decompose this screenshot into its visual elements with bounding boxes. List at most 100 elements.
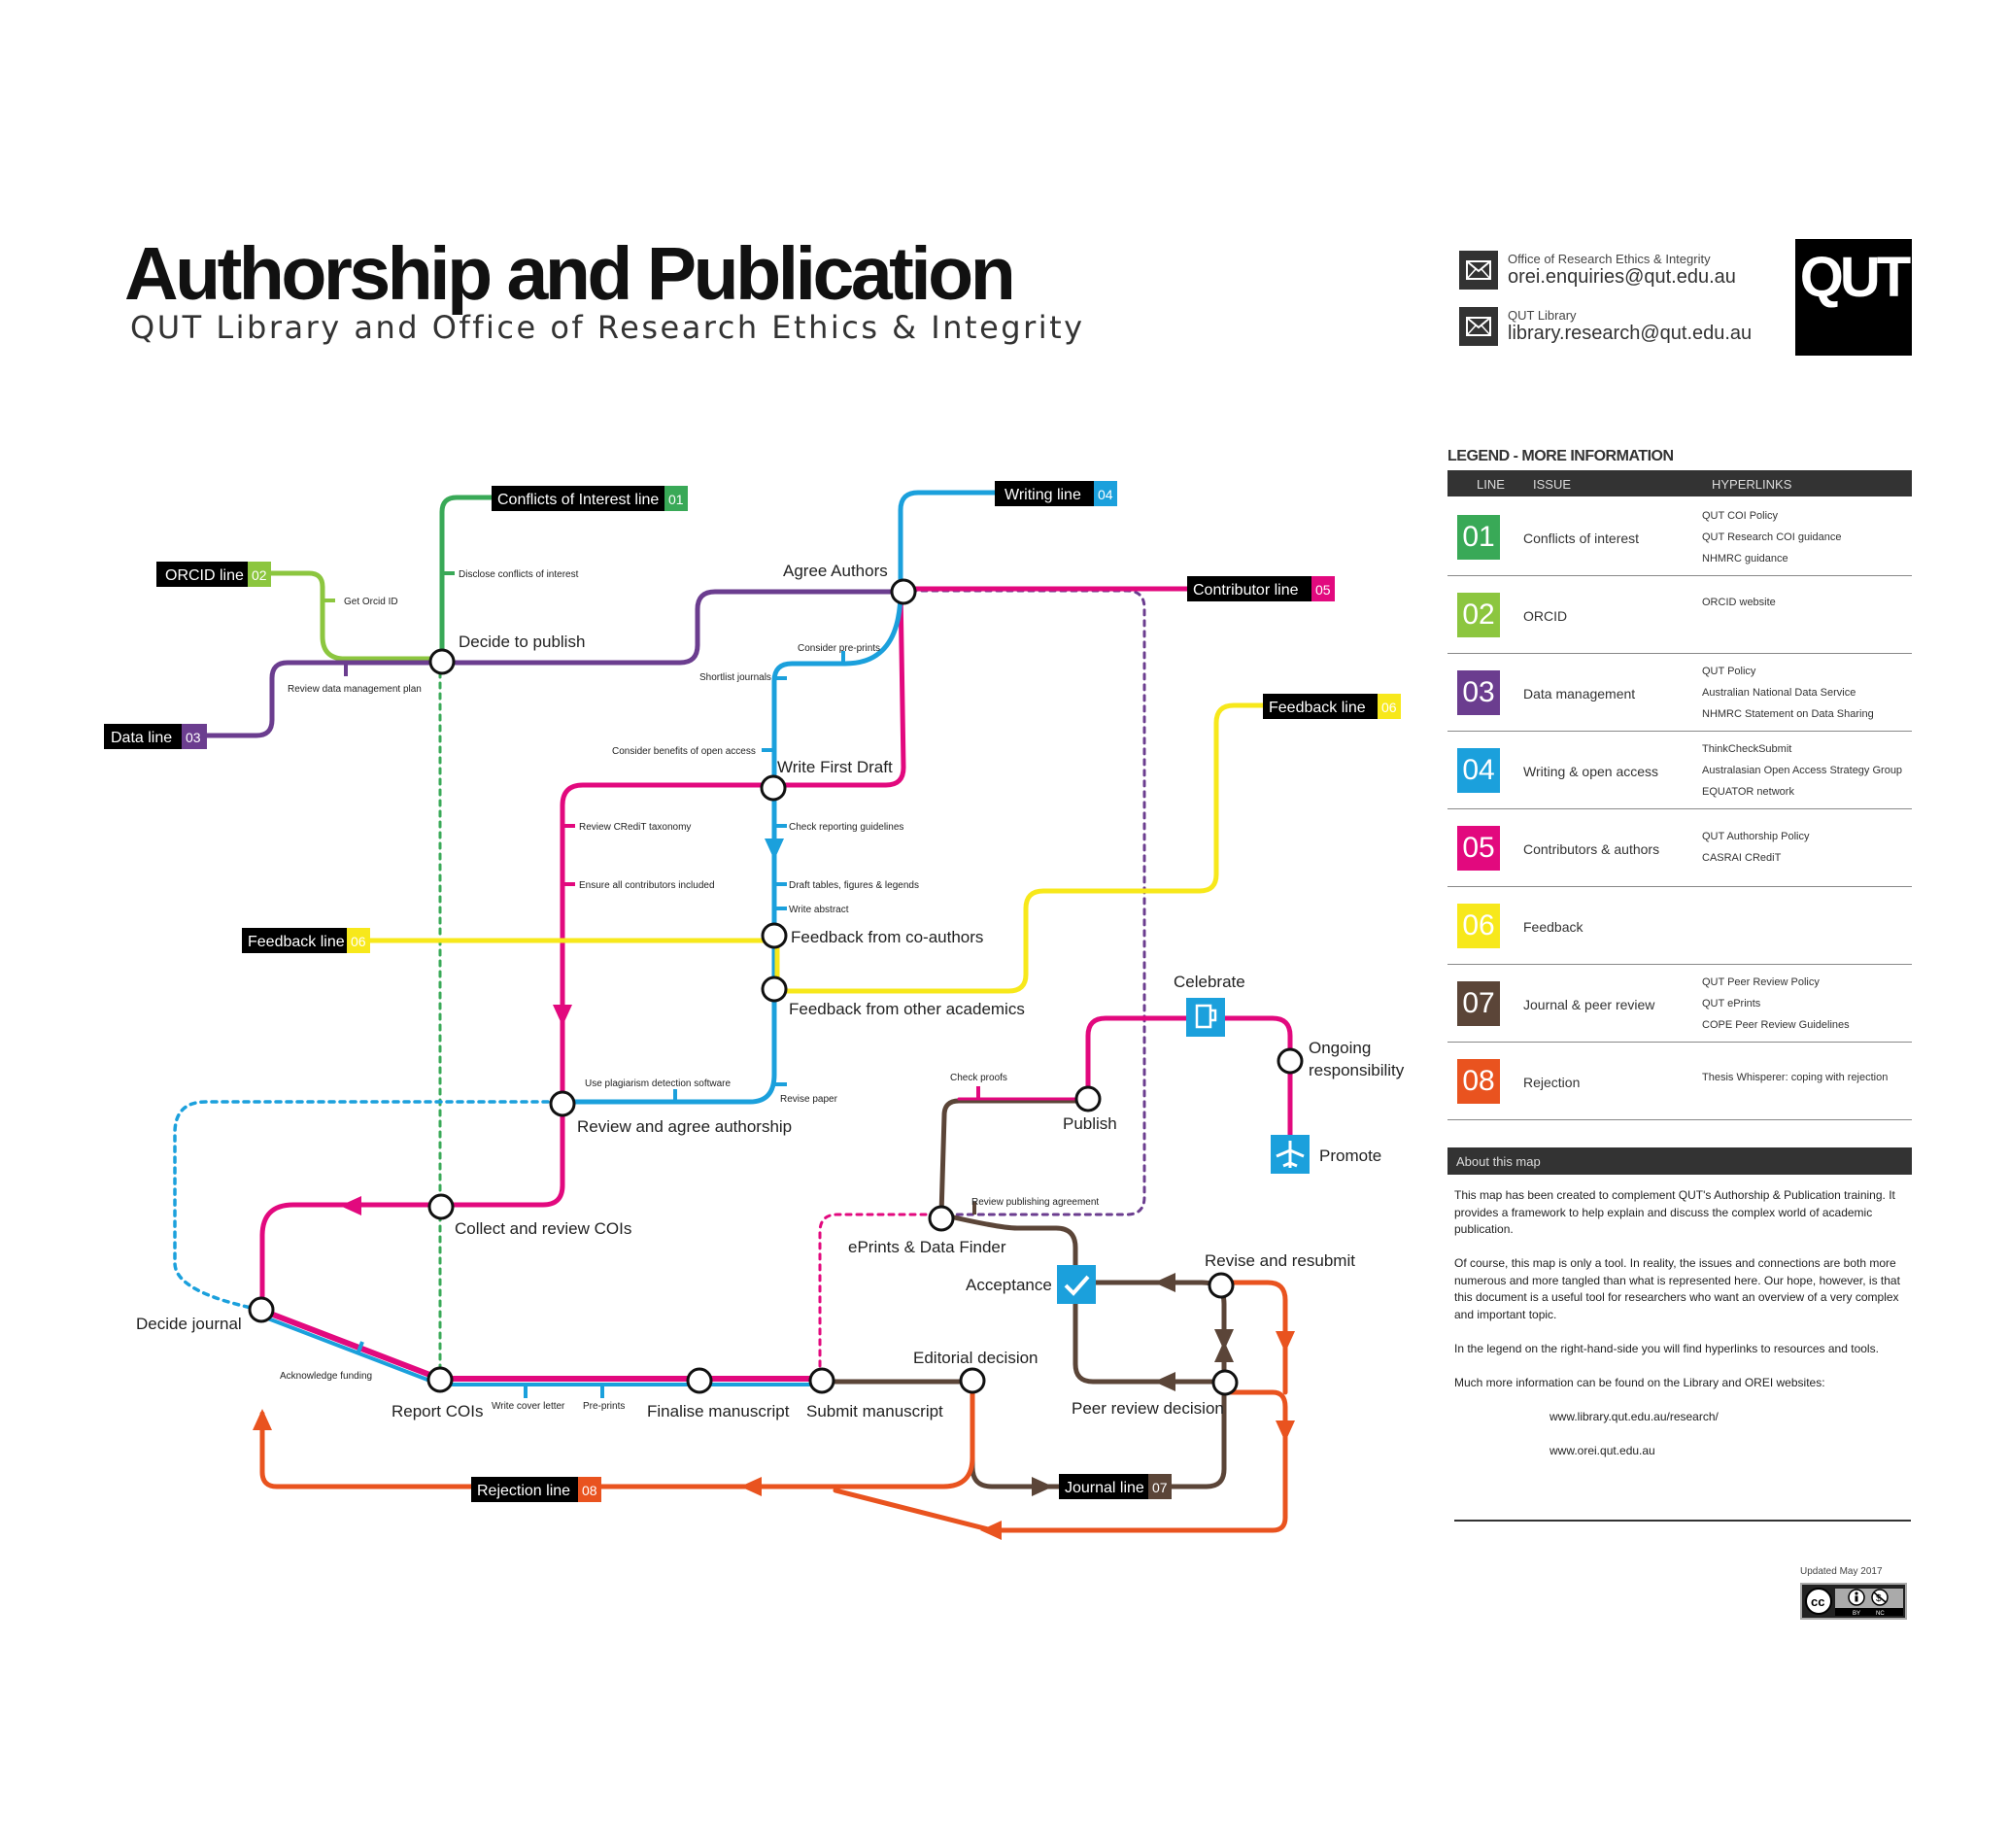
station-fb-academics — [761, 975, 788, 1003]
legend-num: 05 — [1457, 826, 1500, 871]
station-submit — [808, 1367, 835, 1394]
station-collect-cois — [427, 1193, 455, 1220]
legend-issue: Contributors & authors — [1523, 841, 1660, 857]
step-abstract: Write abstract — [789, 905, 849, 915]
step-pre-prints-2: Pre-prints — [583, 1401, 625, 1412]
cc-license-badge[interactable]: cc $ BY NC — [1800, 1583, 1907, 1620]
about-divider — [1454, 1520, 1911, 1522]
station-report-cois — [426, 1366, 454, 1393]
line-05-path — [440, 586, 1190, 1208]
legend-link[interactable]: QUT Authorship Policy — [1702, 831, 1810, 842]
legend-issue: ORCID — [1523, 608, 1568, 624]
svg-text:03: 03 — [186, 730, 201, 745]
line-01-path — [439, 495, 494, 665]
legend-row-06: 06 Feedback — [1447, 886, 1912, 965]
legend-header: LINE ISSUE HYPERLINKS — [1447, 470, 1912, 496]
line-label-08[interactable]: Rejection line 08 — [471, 1477, 601, 1502]
svg-text:$: $ — [1876, 1593, 1882, 1604]
contact-orei[interactable]: Office of Research Ethics & Integrity or… — [1459, 243, 1736, 297]
transit-map: Conflicts of Interest line 01 ORCID line… — [104, 481, 1405, 1540]
legend-link[interactable]: CASRAI CRediT — [1702, 852, 1782, 864]
step-pre-prints: Consider pre-prints — [798, 643, 880, 654]
arrows — [253, 838, 1295, 1540]
promote-icon — [1271, 1135, 1310, 1174]
legend-link[interactable]: Australasian Open Access Strategy Group — [1702, 765, 1903, 776]
line-label-04[interactable]: Writing line 04 — [995, 481, 1117, 506]
legend-link[interactable]: EQUATOR network — [1702, 786, 1794, 798]
line-label-03[interactable]: Data line 03 — [104, 724, 207, 749]
station-peer-review — [1211, 1369, 1239, 1396]
line-05-dotted — [818, 1213, 938, 1377]
line-08-return — [833, 1389, 1288, 1533]
svg-text:Feedback line: Feedback line — [248, 934, 345, 950]
label-responsibility: responsibility — [1309, 1061, 1405, 1079]
step-check-proofs: Check proofs — [950, 1073, 1007, 1083]
step-get-orcid: Get Orcid ID — [344, 597, 398, 607]
svg-text:02: 02 — [252, 567, 267, 583]
about-text: This map has been created to complement … — [1454, 1187, 1909, 1477]
svg-text:07: 07 — [1152, 1480, 1168, 1495]
legend-issue: Data management — [1523, 686, 1636, 702]
about-link-library[interactable]: www.library.qut.edu.au/research/ — [1549, 1409, 1719, 1423]
station-write-draft — [760, 774, 787, 802]
legend-link[interactable]: QUT ePrints — [1702, 998, 1761, 1010]
legend-row-03: 03 Data management QUT Policy Australian… — [1447, 653, 1912, 732]
step-pub-agreement: Review publishing agreement — [971, 1197, 1099, 1208]
label-acceptance: Acceptance — [966, 1276, 1052, 1294]
label-submit: Submit manuscript — [806, 1402, 943, 1420]
label-review-authorship: Review and agree authorship — [577, 1117, 792, 1136]
label-collect-cois: Collect and review COIs — [455, 1219, 631, 1238]
step-ack-funding: Acknowledge funding — [280, 1371, 372, 1382]
by-icon: BY — [1853, 1611, 1860, 1617]
line-label-06-left[interactable]: Feedback line 06 — [242, 928, 370, 953]
line-04-dotted — [173, 1100, 561, 1312]
step-revise-paper: Revise paper — [780, 1094, 838, 1105]
line-label-07[interactable]: Journal line 07 — [1059, 1474, 1172, 1499]
legend-num: 07 — [1457, 981, 1500, 1026]
legend-link[interactable]: Australian National Data Service — [1702, 687, 1856, 699]
about-header: About this map — [1447, 1147, 1912, 1175]
legend-link[interactable]: NHMRC Statement on Data Sharing — [1702, 708, 1874, 720]
acceptance-icon — [1057, 1265, 1096, 1304]
line-label-06-right[interactable]: Feedback line 06 — [1263, 694, 1401, 719]
legend-link[interactable]: ThinkCheckSubmit — [1702, 743, 1792, 755]
contact-org: Office of Research Ethics & Integrity — [1508, 251, 1711, 266]
station-editorial — [959, 1367, 986, 1394]
label-fb-academics: Feedback from other academics — [789, 1000, 1025, 1018]
updated-date: Updated May 2017 — [1800, 1566, 1883, 1577]
line-label-02[interactable]: ORCID line 02 — [156, 562, 271, 587]
station-publish — [1074, 1085, 1102, 1112]
legend-col-links: HYPERLINKS — [1712, 477, 1792, 492]
svg-text:Journal line: Journal line — [1065, 1480, 1144, 1496]
legend-issue: Feedback — [1523, 919, 1583, 935]
label-editorial: Editorial decision — [913, 1349, 1039, 1367]
legend-link[interactable]: QUT Research COI guidance — [1702, 531, 1842, 543]
label-peer-review: Peer review decision — [1072, 1399, 1224, 1418]
legend-num: 01 — [1457, 515, 1500, 560]
label-write-draft: Write First Draft — [777, 758, 893, 776]
station-decide-publish — [428, 648, 456, 675]
legend-link[interactable]: ORCID website — [1702, 597, 1776, 608]
contact-library[interactable]: QUT Library library.research@qut.edu.au — [1459, 299, 1752, 354]
contact-email[interactable]: orei.enquiries@qut.edu.au — [1508, 266, 1736, 289]
legend-link[interactable]: QUT Peer Review Policy — [1702, 976, 1820, 988]
legend-num: 03 — [1457, 670, 1500, 715]
svg-text:06: 06 — [1381, 700, 1397, 715]
nc-icon: NC — [1876, 1611, 1885, 1617]
about-link-orei[interactable]: www.orei.qut.edu.au — [1549, 1443, 1655, 1457]
legend-row-02: 02 ORCID ORCID website — [1447, 575, 1912, 654]
legend-link[interactable]: Thesis Whisperer: coping with rejection — [1702, 1072, 1889, 1083]
step-cover-letter: Write cover letter — [492, 1401, 565, 1412]
legend-link[interactable]: COPE Peer Review Guidelines — [1702, 1019, 1850, 1031]
line-label-05[interactable]: Contributor line 05 — [1187, 576, 1335, 601]
label-celebrate: Celebrate — [1174, 973, 1245, 991]
station-review-authorship — [549, 1090, 576, 1117]
legend-link[interactable]: NHMRC guidance — [1702, 553, 1788, 565]
legend-link[interactable]: QUT Policy — [1702, 666, 1756, 677]
contact-email[interactable]: library.research@qut.edu.au — [1508, 323, 1753, 345]
line-label-01[interactable]: Conflicts of Interest line 01 — [492, 486, 688, 511]
label-revise: Revise and resubmit — [1205, 1251, 1355, 1270]
step-ticks — [323, 571, 980, 1398]
legend-link[interactable]: QUT COI Policy — [1702, 510, 1779, 522]
